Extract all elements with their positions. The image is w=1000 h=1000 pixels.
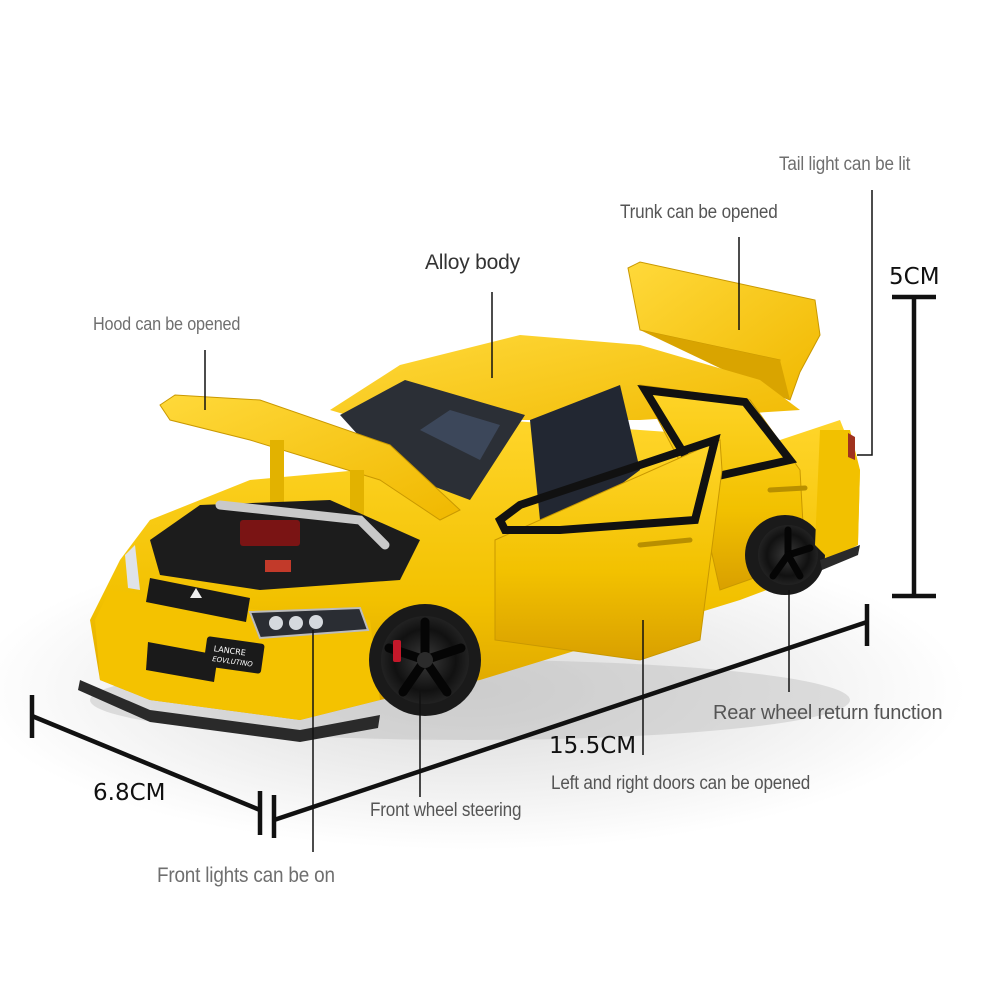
dimension-length-label: 15.5CM — [549, 733, 637, 759]
callout-rear-wheel: Rear wheel return function — [713, 702, 943, 724]
front-wheel — [369, 604, 481, 716]
callout-alloy-body: Alloy body — [425, 251, 520, 274]
rear-wheel — [745, 515, 825, 595]
callout-doors: Left and right doors can be opened — [551, 773, 811, 794]
callout-tail-light: Tail light can be lit — [779, 154, 911, 175]
callout-hood: Hood can be opened — [93, 314, 241, 334]
callout-front-lights: Front lights can be on — [157, 864, 335, 887]
dimension-width-label: 6.8CM — [93, 780, 166, 806]
license-plate: LANCRE EOVLUTINO — [203, 636, 265, 674]
dimension-height-label: 5CM — [889, 264, 940, 290]
callout-trunk: Trunk can be opened — [620, 202, 778, 223]
callout-front-wheel: Front wheel steering — [370, 800, 522, 821]
svg-text:LANCRE: LANCRE — [213, 644, 246, 657]
